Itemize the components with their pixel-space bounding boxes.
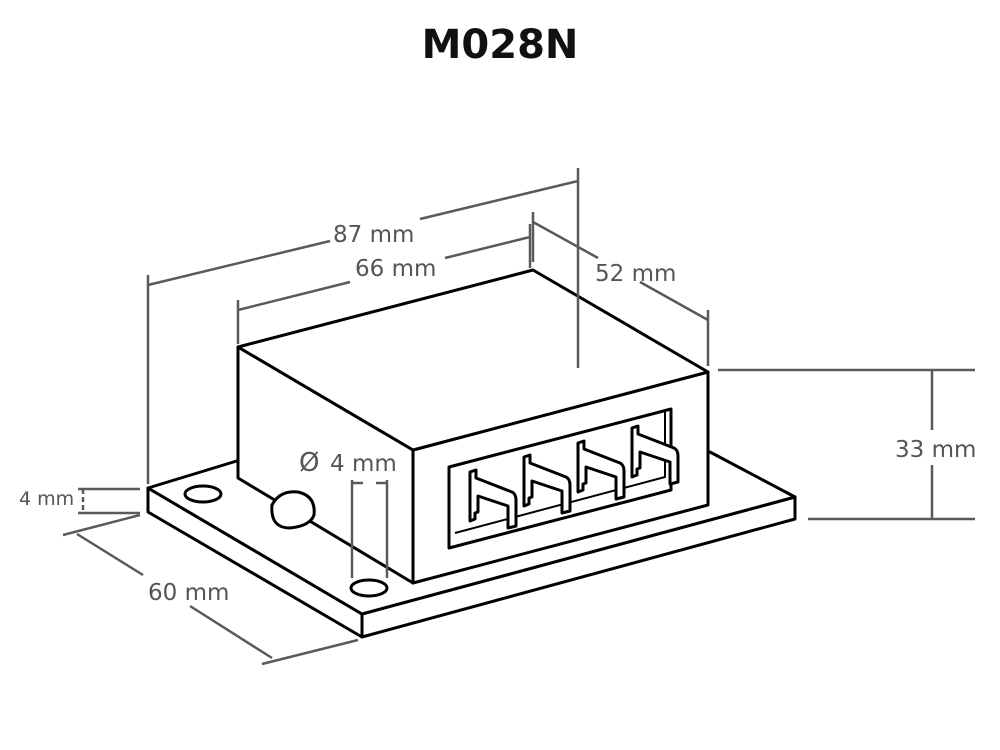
terminal-pins: [468, 424, 680, 530]
dimension-33mm: 33 mm: [718, 368, 976, 521]
terminal-pin-3: [576, 439, 626, 501]
dimension-60mm: 60 mm: [62, 513, 359, 666]
dimension-66mm: 66 mm: [236, 224, 532, 344]
status-led: [270, 490, 316, 530]
terminal-pin-1: [468, 468, 518, 530]
dimension-87mm: 87 mm: [146, 168, 580, 484]
mount-hole-front: [349, 578, 389, 598]
terminal-pin-2: [522, 453, 572, 515]
diagram-title: M028N: [421, 22, 579, 68]
terminal-pin-4: [630, 424, 680, 486]
label-4mm-hole: 4 mm: [330, 451, 397, 477]
mount-hole-back: [183, 484, 223, 504]
label-52mm: 52 mm: [595, 261, 676, 287]
dimension-52mm: 52 mm: [531, 212, 710, 366]
label-4mm: 4 mm: [19, 488, 74, 510]
label-66mm: 66 mm: [355, 256, 436, 282]
label-60mm: 60 mm: [148, 580, 229, 606]
dimension-4mm-thickness: 4 mm: [19, 487, 140, 515]
label-87mm: 87 mm: [333, 222, 414, 248]
diameter-symbol: Ø: [299, 448, 319, 478]
label-33mm: 33 mm: [895, 437, 976, 463]
dimension-hole-diameter: Ø 4 mm: [299, 448, 397, 578]
